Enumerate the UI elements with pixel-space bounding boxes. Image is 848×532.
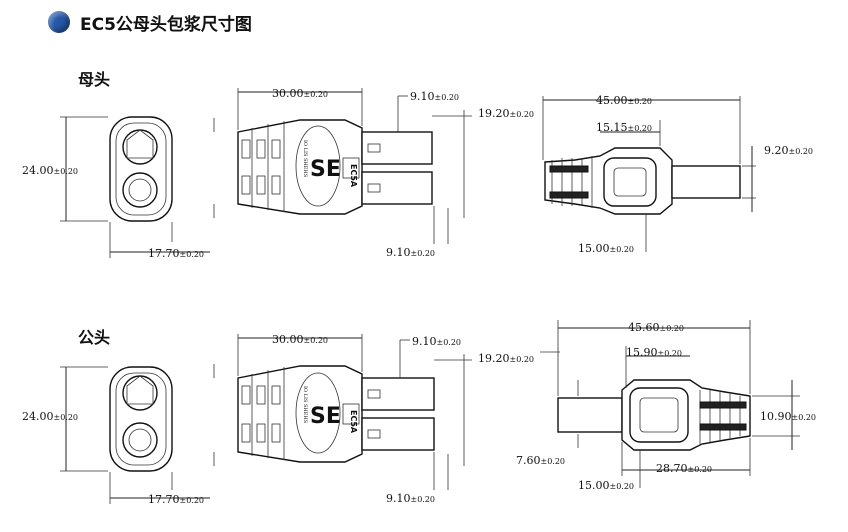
male-top-head-tol: ±0.20 <box>658 349 683 358</box>
svg-text:30.00±0.20: 30.00±0.20 <box>272 87 328 100</box>
female-top-bottom-tol: ±0.20 <box>610 245 635 254</box>
female-side-pin-top-tol: ±0.20 <box>435 93 460 102</box>
svg-text:15.00±0.20: 15.00±0.20 <box>578 479 634 492</box>
svg-text:24.00±0.20: 24.00±0.20 <box>22 410 78 423</box>
male-top-body-value: 28.70 <box>656 462 688 475</box>
female-top-view: 45.00±0.20 15.15±0.20 9.20±0.20 15.00±0.… <box>542 94 813 255</box>
svg-text:19.20±0.20: 19.20±0.20 <box>478 107 534 120</box>
female-side-right-tol: ±0.20 <box>510 110 535 119</box>
male-small-marking: IO LIS SHEHS <box>302 386 308 424</box>
male-front-width-tol: ±0.20 <box>180 496 205 505</box>
svg-text:19.20±0.20: 19.20±0.20 <box>478 352 534 365</box>
male-front-height-tol: ±0.20 <box>54 413 79 422</box>
female-top-height-tol: ±0.20 <box>789 147 814 156</box>
svg-text:7.60±0.20: 7.60±0.20 <box>516 454 565 467</box>
female-top-bottom-value: 15.00 <box>578 242 610 255</box>
svg-text:15.90±0.20: 15.90±0.20 <box>626 346 682 359</box>
svg-text:15.15±0.20: 15.15±0.20 <box>596 121 652 134</box>
male-front-width-value: 17.70 <box>148 493 180 506</box>
svg-text:9.10±0.20: 9.10±0.20 <box>386 246 435 259</box>
male-top-left-tol: ±0.20 <box>541 457 566 466</box>
svg-text:15.00±0.20: 15.00±0.20 <box>578 242 634 255</box>
male-top-length-tol: ±0.20 <box>660 324 685 333</box>
male-top-length-value: 45.60 <box>628 321 660 334</box>
svg-text:17.70±0.20: 17.70±0.20 <box>148 493 204 506</box>
female-side-view: SE IO LIS SHEHS EC5A 30.00±0.20 9.10±0.2… <box>213 87 534 259</box>
female-top-length-value: 45.00 <box>596 94 628 107</box>
female-side-pin-bottom-value: 9.10 <box>386 246 411 259</box>
svg-text:17.70±0.20: 17.70±0.20 <box>148 247 204 260</box>
male-top-bottom-tol: ±0.20 <box>610 482 635 491</box>
male-side-pin-bottom-value: 9.10 <box>386 492 411 505</box>
male-top-left-value: 7.60 <box>516 454 541 467</box>
male-side-pin-bottom-tol: ±0.20 <box>411 495 436 504</box>
svg-text:45.60±0.20: 45.60±0.20 <box>628 321 684 334</box>
female-front-width-value: 17.70 <box>148 247 180 260</box>
male-side-view: SE IO LIS SHEHS EC5A 30.00±0.20 9.10±0.2… <box>213 333 534 505</box>
male-top-bottom-value: 15.00 <box>578 479 610 492</box>
female-top-head-value: 15.15 <box>596 121 628 134</box>
female-front-width-tol: ±0.20 <box>180 250 205 259</box>
male-side-pin-top-value: 9.10 <box>412 335 437 348</box>
male-front-view: 24.00±0.20 17.70±0.20 <box>22 366 210 506</box>
male-side-right-value: 19.20 <box>478 352 510 365</box>
svg-text:9.20±0.20: 9.20±0.20 <box>764 144 813 157</box>
male-side-length-value: 30.00 <box>272 333 304 346</box>
male-side-pin-top-tol: ±0.20 <box>437 338 462 347</box>
svg-text:45.00±0.20: 45.00±0.20 <box>596 94 652 107</box>
svg-text:24.00±0.20: 24.00±0.20 <box>22 164 78 177</box>
female-ec5-mark: EC5A <box>349 164 358 188</box>
svg-text:9.10±0.20: 9.10±0.20 <box>386 492 435 505</box>
female-side-right-value: 19.20 <box>478 107 510 120</box>
male-brand-mark: SE <box>310 404 341 429</box>
female-front-height-tol: ±0.20 <box>54 167 79 176</box>
female-front-height-value: 24.00 <box>22 164 54 177</box>
male-top-body-tol: ±0.20 <box>688 465 713 474</box>
page-header: EC5公母头包浆尺寸图 <box>48 8 252 36</box>
female-top-head-tol: ±0.20 <box>628 124 653 133</box>
male-top-head-value: 15.90 <box>626 346 658 359</box>
male-ec5-mark: EC5A <box>349 410 358 434</box>
female-side-length-value: 30.00 <box>272 87 304 100</box>
svg-text:10.90±0.20: 10.90±0.20 <box>760 410 816 423</box>
female-brand-mark: SE <box>310 157 341 182</box>
male-front-height-value: 24.00 <box>22 410 54 423</box>
female-top-height-value: 9.20 <box>764 144 789 157</box>
male-top-height-value: 10.90 <box>760 410 792 423</box>
female-small-marking: IO LIS SHEHS <box>302 140 308 178</box>
svg-text:9.10±0.20: 9.10±0.20 <box>412 335 461 348</box>
svg-text:30.00±0.20: 30.00±0.20 <box>272 333 328 346</box>
female-top-length-tol: ±0.20 <box>628 97 653 106</box>
page-title: EC5公母头包浆尺寸图 <box>80 14 252 35</box>
male-top-height-tol: ±0.20 <box>792 413 817 422</box>
female-section-label: 母头 <box>78 70 111 89</box>
male-side-length-tol: ±0.20 <box>304 336 329 345</box>
female-side-pin-bottom-tol: ±0.20 <box>411 249 436 258</box>
bullet-icon <box>48 11 70 33</box>
svg-text:9.10±0.20: 9.10±0.20 <box>410 90 459 103</box>
male-side-right-tol: ±0.20 <box>510 355 535 364</box>
male-top-view: 45.60±0.20 15.90±0.20 10.90±0.20 7.60±0.… <box>516 320 816 492</box>
female-front-view: 24.00±0.20 17.70±0.20 <box>22 116 210 260</box>
svg-text:28.70±0.20: 28.70±0.20 <box>656 462 712 475</box>
female-side-pin-top-value: 9.10 <box>410 90 435 103</box>
male-section-label: 公头 <box>78 328 111 347</box>
female-side-length-tol: ±0.20 <box>304 90 329 99</box>
